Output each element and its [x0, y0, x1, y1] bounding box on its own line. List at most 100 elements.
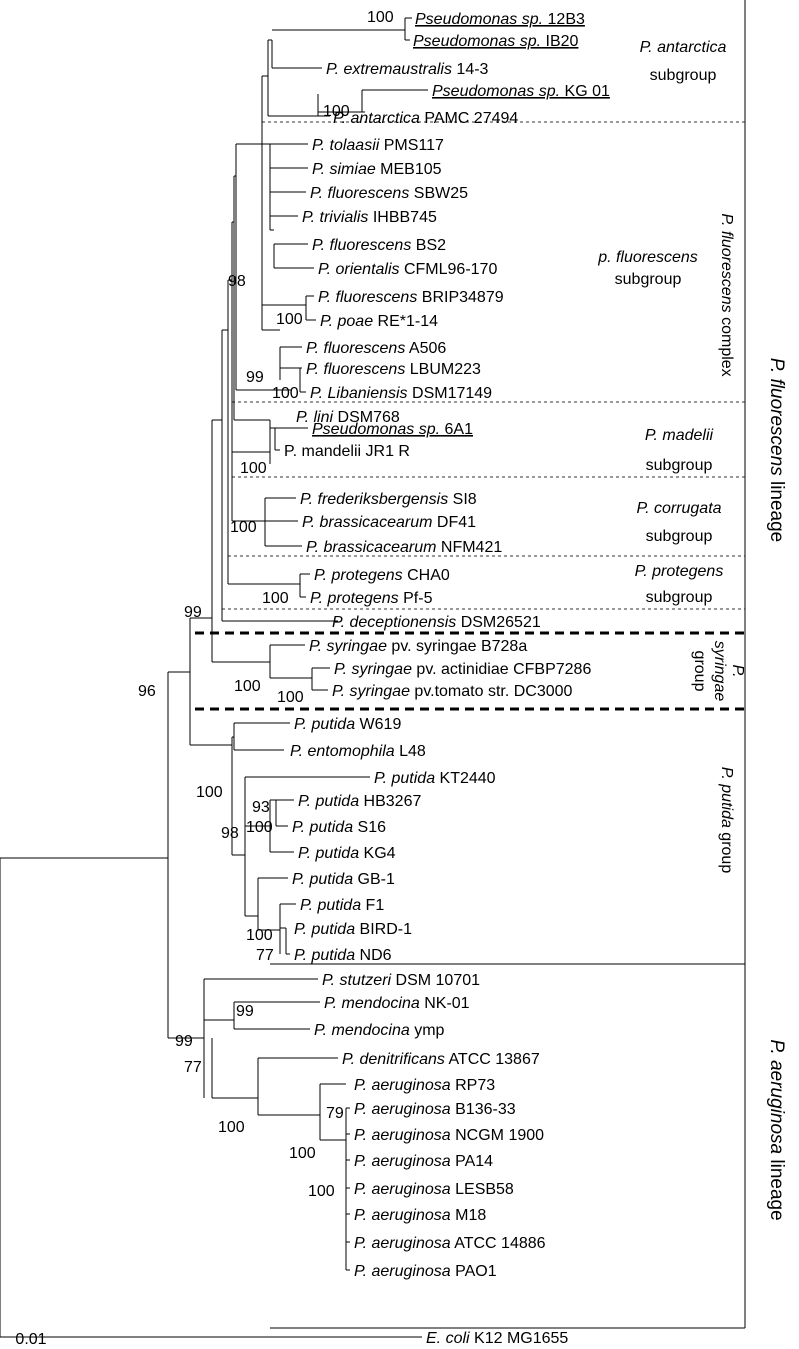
taxon-label: P. mendocina ymp	[314, 1022, 445, 1039]
taxon-genus: P. putida	[294, 947, 355, 964]
taxon-genus: P. putida	[298, 793, 359, 810]
taxon-genus: P. fluorescens	[312, 237, 411, 254]
taxon-strain: ymp	[410, 1022, 445, 1039]
group-label-complex: P. fluorescens complex	[718, 213, 735, 376]
taxon-strain: DF41	[432, 514, 476, 531]
taxon-label: P. protegens Pf-5	[310, 590, 433, 607]
bootstrap-value: 100	[246, 927, 273, 944]
group-label-madelii: P. madelii	[645, 427, 714, 444]
lineage-label-fluorescens: P. fluorescens lineage	[766, 358, 787, 543]
taxon-label: P. aeruginosa M18	[354, 1207, 486, 1224]
taxon-strain: BRIP34879	[417, 289, 503, 306]
taxon-strain: 12B3	[543, 11, 585, 28]
taxon-label: P. stutzeri DSM 10701	[322, 972, 480, 989]
taxon-label: P. mandelii JR1 R	[284, 443, 410, 460]
group-label-syringae-b: syringae	[711, 641, 728, 702]
taxon-strain: 14-3	[452, 61, 489, 78]
taxon-strain: KG4	[359, 845, 396, 862]
bootstrap-value: 100	[308, 1183, 335, 1200]
taxon-label: P. trivialis IHBB745	[302, 209, 437, 226]
taxon-label: P. orientalis CFML96-170	[318, 261, 497, 278]
bootstrap-value: 100	[196, 784, 223, 801]
taxon-label: P. aeruginosa PAO1	[354, 1263, 497, 1280]
taxon-label: P. putida S16	[292, 819, 386, 836]
group-labels: P. antarctica subgroup p. fluorescens su…	[597, 39, 746, 873]
bootstrap-value: 98	[221, 825, 239, 842]
taxon-label: P. fluorescens A506	[306, 340, 446, 357]
lineage-frames	[270, 0, 746, 1329]
taxon-genus: P. aeruginosa	[354, 1235, 451, 1252]
taxon-label: P. putida W619	[294, 716, 401, 733]
group-label-fluorescens-sub: subgroup	[615, 271, 682, 288]
taxon-label: Pseudomonas sp. 12B3	[415, 11, 585, 28]
taxon-strain: ND6	[355, 947, 392, 964]
taxon-strain: S16	[353, 819, 386, 836]
bootstrap-value: 100	[276, 311, 303, 328]
taxon-label: P. fluorescens LBUM223	[306, 361, 481, 378]
taxon-label: P. putida BIRD-1	[294, 921, 412, 938]
taxon-strain: B136-33	[451, 1101, 516, 1118]
taxon-strain: LBUM223	[405, 361, 481, 378]
taxon-strain: L48	[395, 743, 426, 760]
group-label-syringae-a: P.	[729, 664, 746, 677]
taxon-strain: ATCC 13867	[445, 1051, 540, 1068]
taxon-label: P. aeruginosa RP73	[354, 1077, 495, 1094]
taxon-genus: P. simiae	[312, 161, 376, 178]
taxon-label: P. fluorescens BS2	[312, 237, 446, 254]
taxon-strain: A506	[405, 340, 446, 357]
taxon-label: P. putida KG4	[298, 845, 396, 862]
scale-bar-label: 0.01	[15, 1331, 46, 1348]
taxon-label: E. coli K12 MG1655	[426, 1330, 568, 1347]
taxon-strain: KT2440	[435, 770, 496, 787]
taxon-strain: IHBB745	[368, 209, 437, 226]
taxon-strain: KG 01	[560, 83, 610, 100]
taxon-strain: PMS117	[379, 137, 444, 154]
taxon-genus: P. putida	[300, 897, 361, 914]
subgroup-separators	[195, 121, 745, 711]
taxon-label: P. lini DSM768	[296, 409, 400, 426]
taxon-genus: P. putida	[292, 871, 353, 888]
taxon-genus: P. brassicacearum	[302, 514, 432, 531]
taxon-genus: P. aeruginosa	[354, 1127, 451, 1144]
taxon-genus: P. mendocina	[324, 995, 420, 1012]
taxon-genus: P. orientalis	[318, 261, 400, 278]
taxon-strain: pv. actinidiae CFBP7286	[412, 661, 591, 678]
taxon-strain: DSM17149	[408, 385, 493, 402]
taxon-genus: E. coli	[426, 1330, 470, 1347]
taxon-genus: P. putida	[374, 770, 435, 787]
taxon-label: P. simiae MEB105	[312, 161, 442, 178]
bootstrap-value: 100	[230, 519, 257, 536]
taxon-label: P. poae RE*1-14	[320, 313, 438, 330]
bootstrap-value: 96	[138, 683, 156, 700]
taxon-label: P. aeruginosa LESB58	[354, 1181, 514, 1198]
taxon-genus: P. putida	[298, 845, 359, 862]
taxon-label: P. Libaniensis DSM17149	[310, 385, 492, 402]
taxon-label: P. syringae pv. actinidiae CFBP7286	[334, 661, 591, 678]
group-label-corrugata: P. corrugata	[636, 500, 721, 517]
taxon-strain: MEB105	[376, 161, 442, 178]
taxon-label: P. putida F1	[300, 897, 384, 914]
taxon-genus: P. aeruginosa	[354, 1153, 451, 1170]
group-label-corrugata-sub: subgroup	[646, 528, 713, 545]
taxon-label: P. antarctica PAMC 27494	[333, 110, 518, 127]
taxon-strain: BS2	[411, 237, 446, 254]
taxon-genus: P. poae	[320, 313, 373, 330]
taxon-genus: P. aeruginosa	[354, 1077, 451, 1094]
bootstrap-value: 99	[175, 1033, 193, 1050]
taxon-label: P. deceptionensis DSM26521	[332, 614, 541, 631]
taxon-genus: P. brassicacearum	[306, 539, 436, 556]
taxon-label: P. tolaasii PMS117	[312, 137, 444, 154]
bootstrap-value: 100	[323, 103, 350, 120]
taxon-genus: P. putida	[294, 716, 355, 733]
taxon-label: P. frederiksbergensis SI8	[300, 491, 477, 508]
group-label-antarctica: P. antarctica	[640, 39, 727, 56]
bootstrap-values: 100 100 98 100 99 100 100 100 100 99 100…	[138, 9, 394, 1200]
taxon-genus: P. fluorescens	[310, 185, 409, 202]
taxon-strain: pv.tomato str. DC3000	[410, 683, 573, 700]
bootstrap-value: 98	[228, 273, 246, 290]
taxon-strain: GB-1	[353, 871, 395, 888]
taxon-strain: HB3267	[359, 793, 421, 810]
taxon-genus: Pseudomonas sp.	[312, 421, 440, 438]
